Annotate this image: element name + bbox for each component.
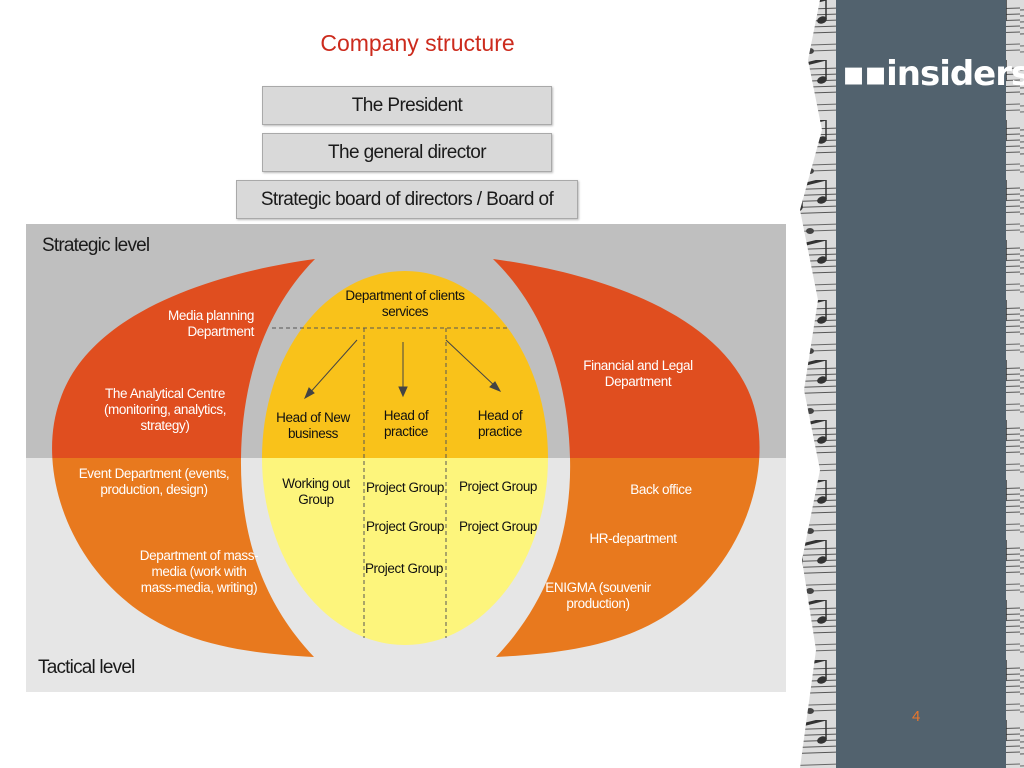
media-planning-label: Media planning Department (168, 308, 254, 339)
general-director-box: The general director (262, 133, 552, 172)
mass-media-label: Department of mass-media (work with mass… (139, 548, 259, 595)
logo-text: insiders (886, 54, 1024, 94)
left-wing-tactical (52, 458, 314, 657)
tactical-level-label: Tactical level (38, 657, 135, 678)
insiders-logo: ▪▪insiders (842, 54, 1024, 94)
hr-department-label: HR-department (589, 531, 677, 546)
center-tactical (262, 458, 548, 645)
project-group-label: Project Group (458, 519, 538, 534)
enigma-label: ENIGMA (souvenir production) (545, 580, 651, 611)
financial-legal-label: Financial and Legal Department (583, 358, 693, 389)
president-box: The President (262, 86, 552, 125)
project-group-label: Project Group (364, 561, 444, 576)
logo-panel (836, 0, 1006, 768)
strategic-level-label: Strategic level (42, 235, 150, 256)
page-number: 4 (912, 708, 921, 725)
slide-title: Company structure (320, 30, 515, 56)
back-office-label: Back office (630, 482, 692, 497)
arrow-new-business (307, 339, 358, 396)
event-department-label: Event Department (events, production, de… (78, 466, 230, 497)
head-practice-2-label: Head of practice (477, 408, 523, 439)
right-wing-tactical (496, 458, 760, 657)
clients-services-label: Department of clients services (345, 288, 465, 319)
project-group-label: Project Group (458, 479, 538, 494)
right-wing-strategic (493, 259, 760, 458)
analytical-centre-label: The Analytical Centre (monitoring, analy… (103, 386, 227, 433)
arrow-practice-2 (445, 339, 498, 389)
head-new-business-label: Head of New business (276, 410, 350, 441)
logo-mark-icon: ▪▪ (842, 54, 887, 94)
working-out-group-label: Working out Group (282, 476, 350, 507)
center-strategic (262, 271, 548, 458)
left-wing-strategic (52, 259, 315, 458)
project-group-label: Project Group (365, 480, 445, 495)
project-group-label: Project Group (365, 519, 445, 534)
head-practice-1-label: Head of practice (383, 408, 429, 439)
